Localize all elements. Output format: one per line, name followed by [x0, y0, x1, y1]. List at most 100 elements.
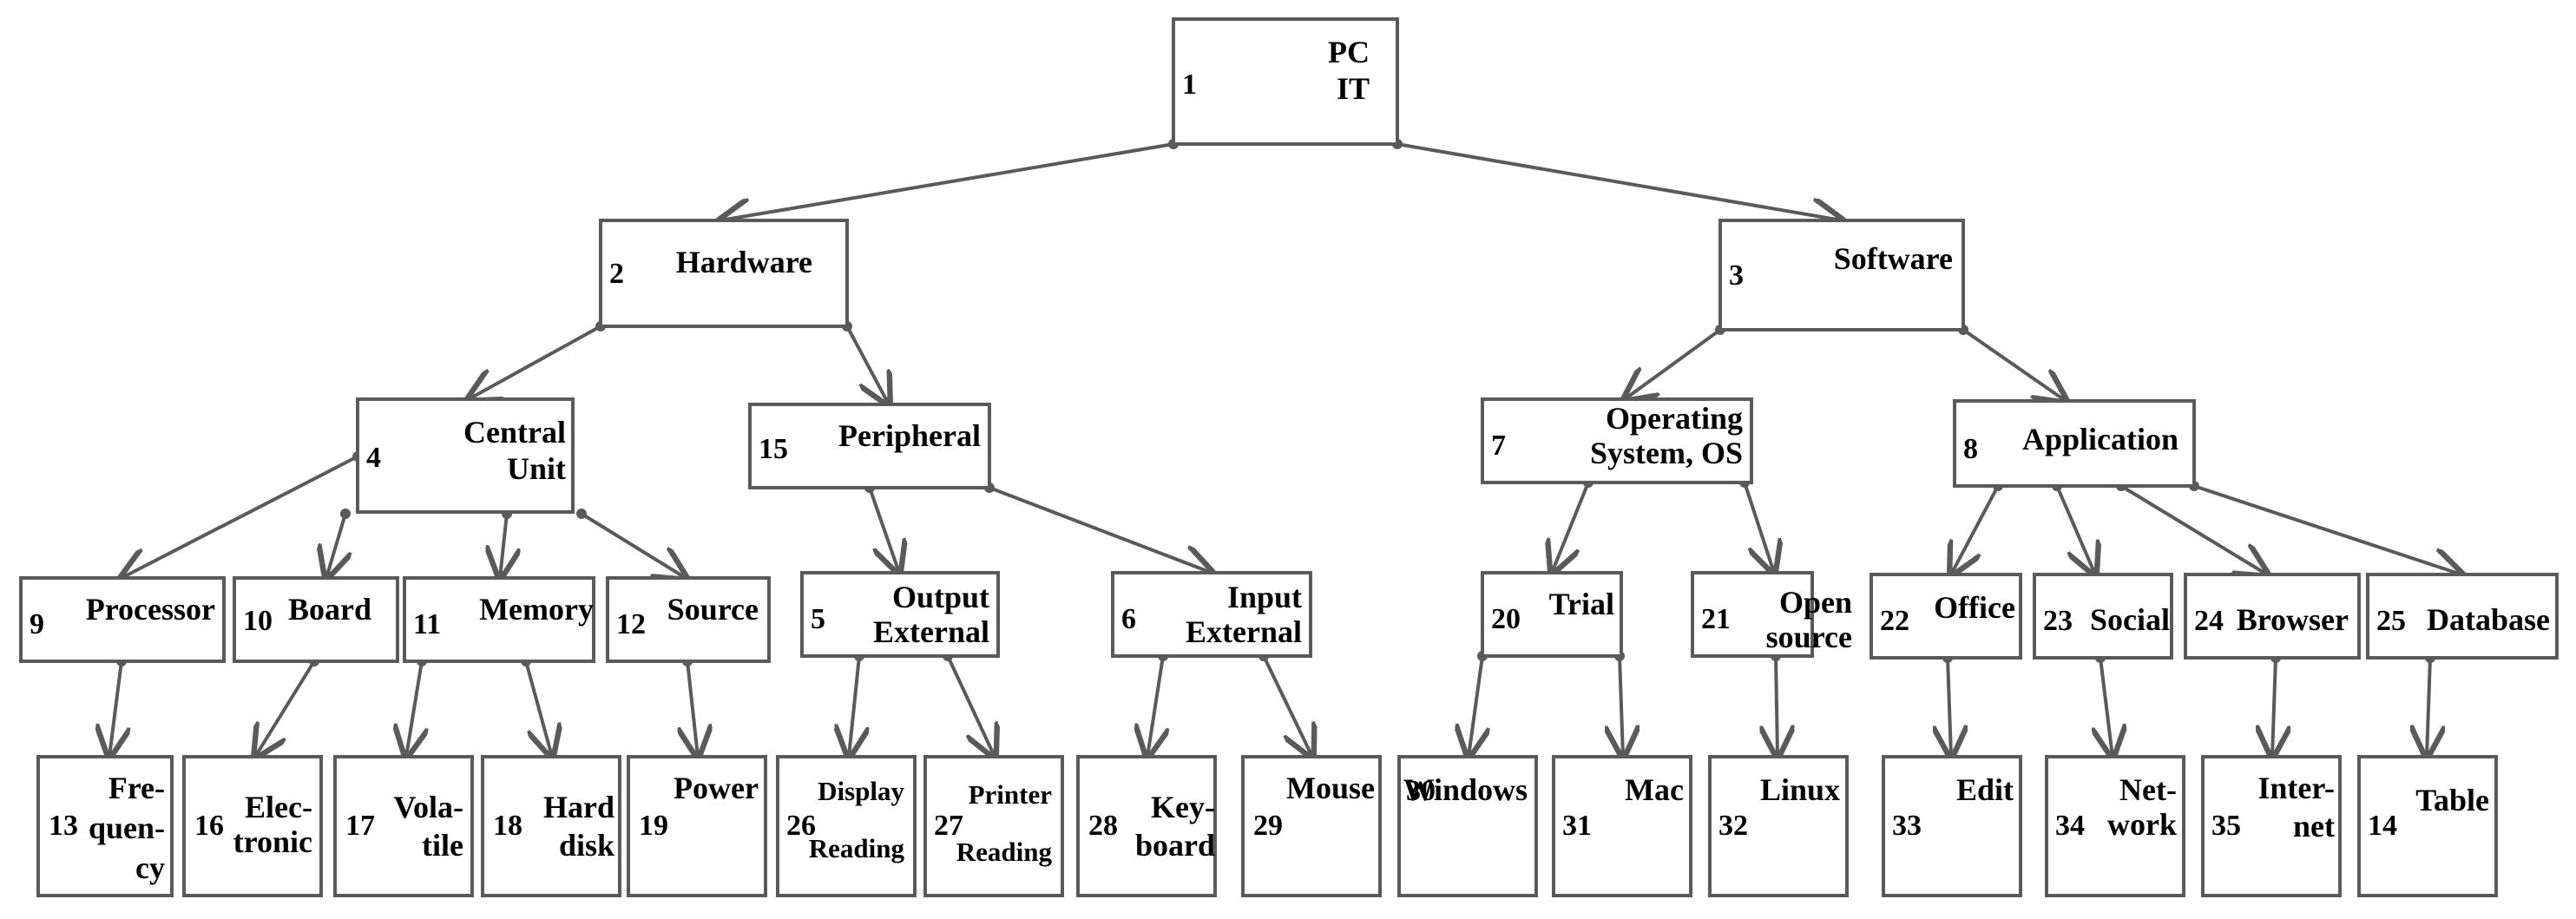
edge-15-5	[868, 487, 899, 573]
node-label: Hardware	[676, 245, 812, 279]
edge-7-20	[1552, 482, 1590, 573]
node-number: 22	[1880, 605, 1909, 637]
node-label-line: IT	[1337, 71, 1370, 106]
node-label-line: Open	[1779, 585, 1852, 620]
node-box	[403, 576, 595, 663]
node-box	[599, 219, 849, 328]
node-label: Board	[288, 592, 371, 627]
node-label-line: Trial	[1549, 587, 1614, 621]
node-label-line: Application	[2022, 422, 2178, 456]
node-number: 17	[345, 810, 375, 842]
node-box	[2184, 573, 2361, 660]
node-box	[1111, 571, 1312, 658]
node-9: 9 Processor	[19, 576, 226, 663]
node-label-line: Operating	[1606, 401, 1743, 436]
node-number: 20	[1491, 603, 1521, 635]
node-number: 24	[2194, 605, 2224, 637]
edge-24-35	[2272, 657, 2276, 757]
node-box	[233, 576, 399, 663]
node-number: 18	[493, 810, 522, 842]
node-label-line: tronic	[233, 824, 312, 859]
node-label: Power	[674, 771, 759, 805]
node-box	[1953, 399, 2196, 488]
node-label: Processor	[86, 592, 215, 627]
node-number: 23	[2043, 605, 2073, 637]
node-number: 26	[786, 810, 816, 842]
node-number: 12	[616, 608, 646, 640]
node-label: Office	[1934, 590, 2015, 625]
node-number: 11	[413, 608, 441, 640]
node-label-line: Board	[288, 592, 371, 627]
node-box	[2033, 573, 2173, 660]
edge-23-34	[2100, 657, 2113, 757]
node-label: Inter-net	[2257, 771, 2335, 844]
node-box	[1172, 17, 1399, 146]
edge-5-26	[849, 655, 859, 757]
edge-15-6	[989, 486, 1212, 573]
edge-7-21	[1743, 482, 1774, 573]
node-label-line: Edit	[1956, 772, 2014, 807]
edge-6-28	[1147, 655, 1163, 757]
node-label-line: System, OS	[1590, 436, 1743, 470]
node-label: Memory	[479, 592, 594, 627]
node-number: 9	[30, 608, 44, 640]
node-number: 31	[1562, 810, 1592, 842]
node-label-line: Hardware	[676, 245, 812, 279]
node-label-line: source	[1766, 620, 1852, 654]
edge-20-31	[1620, 655, 1623, 757]
edge-3-8	[1962, 328, 2066, 401]
node-number: 29	[1253, 810, 1283, 842]
node-label-line: Processor	[86, 592, 215, 627]
node-label: Mouse	[1286, 771, 1375, 805]
node-number: 6	[1121, 603, 1136, 635]
node-box	[1076, 755, 1217, 897]
node-box	[2201, 755, 2342, 897]
node-number: 4	[366, 442, 381, 474]
edge-25-14	[2427, 657, 2430, 757]
node-label-line: Power	[674, 771, 759, 805]
node-label-line: Browser	[2237, 602, 2349, 637]
edge-4-11	[500, 513, 507, 578]
node-label-line: Source	[667, 592, 759, 627]
node-label-line: Reading	[956, 837, 1053, 867]
node-label-line: Output	[892, 580, 989, 614]
node-label-line: quen-	[89, 811, 165, 845]
node-number: 21	[1701, 603, 1731, 635]
edge-3-7	[1625, 328, 1722, 399]
node-number: 19	[639, 810, 668, 842]
node-label-line: tile	[422, 828, 463, 863]
node-number: 14	[2368, 810, 2397, 842]
edge-9-13	[109, 660, 122, 757]
node-22: 22 Office	[1870, 573, 2022, 660]
node-box	[481, 755, 621, 897]
edge-12-19	[687, 660, 698, 757]
node-label-line: Printer	[969, 779, 1053, 810]
node-number: 30	[1406, 775, 1436, 807]
node-box	[2366, 573, 2559, 660]
node-label-line: Unit	[507, 451, 566, 486]
node-label: Application	[2022, 422, 2178, 456]
node-box	[1870, 573, 2022, 660]
node-label: Windows	[1403, 772, 1528, 807]
node-label-line: Software	[1834, 241, 1953, 276]
node-box	[800, 571, 1000, 658]
edge-22-33	[1948, 657, 1951, 757]
